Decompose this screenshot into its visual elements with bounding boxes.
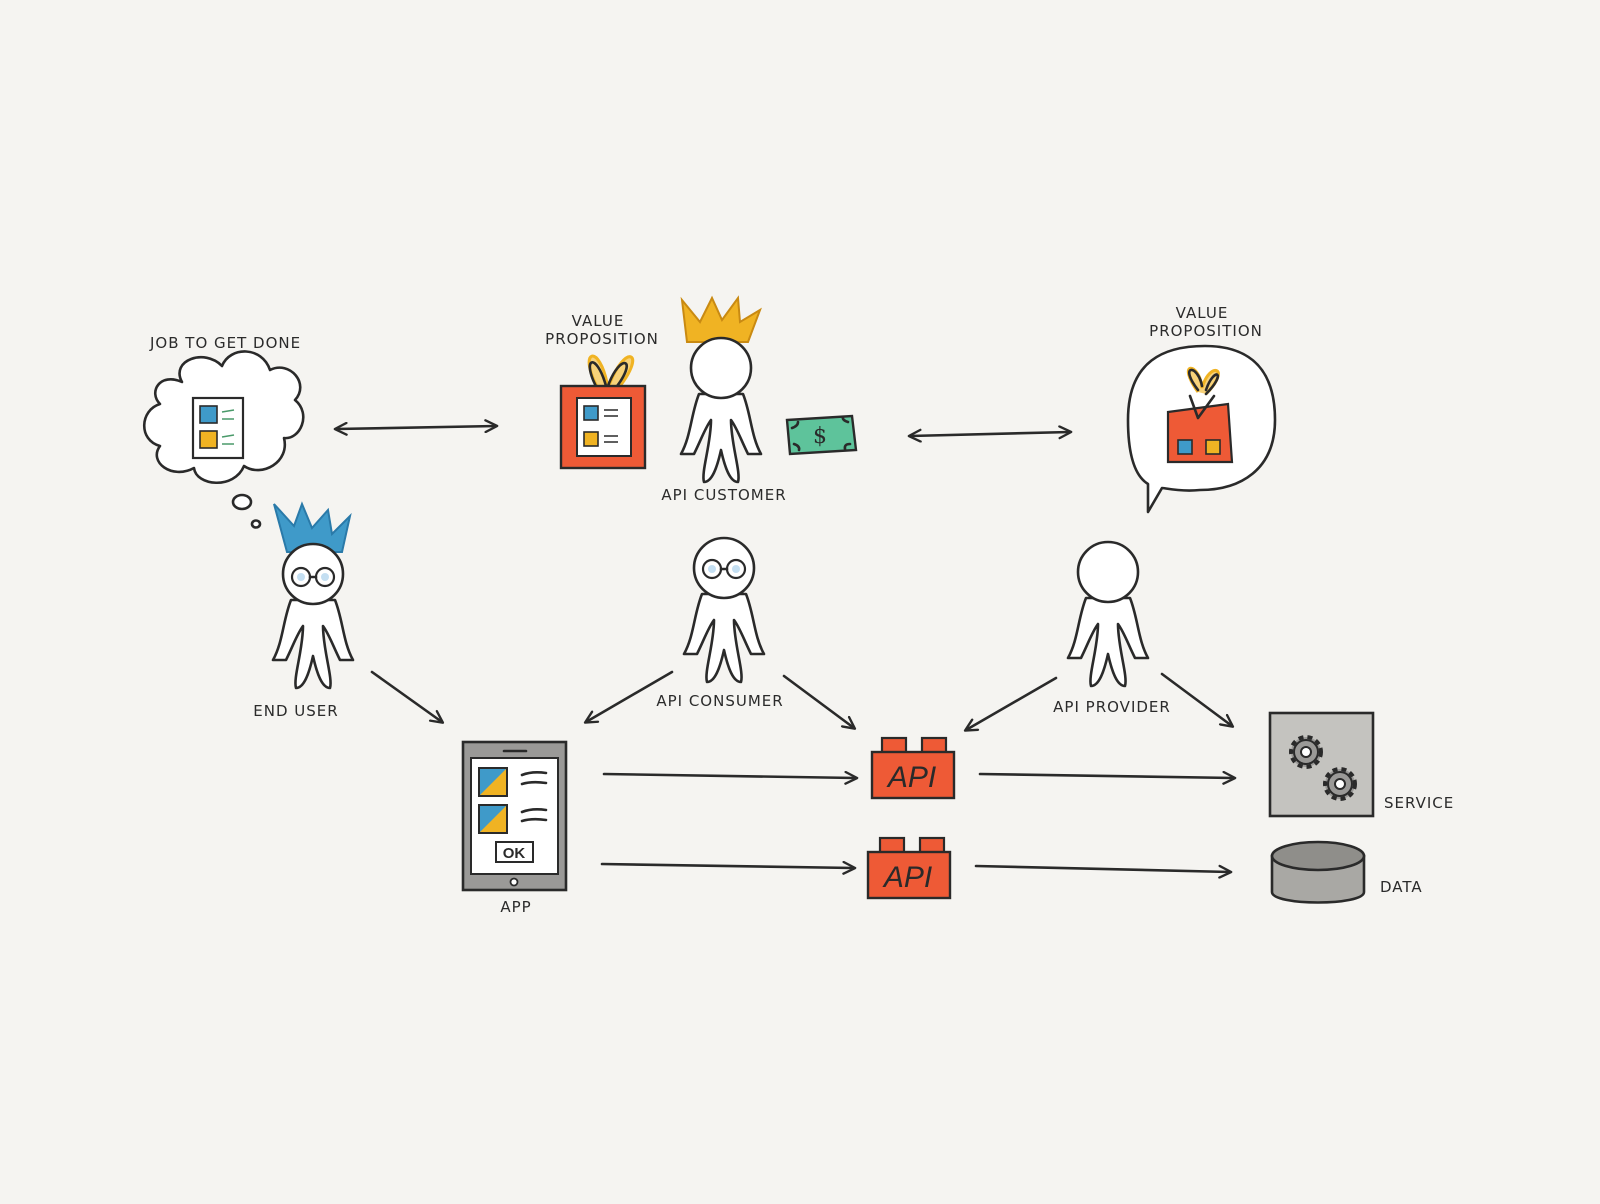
svg-text:API: API (882, 861, 932, 894)
label-service: SERVICE (1384, 794, 1455, 812)
label-value-proposition-left-1: VALUE (571, 312, 625, 330)
label-job-to-get-done: JOB TO GET DONE (150, 334, 302, 352)
api-consumer-figure (682, 536, 766, 684)
label-api-customer: API CUSTOMER (661, 486, 787, 504)
tablet-app-icon: OK (461, 740, 568, 892)
arrow-app-api-top (602, 770, 859, 785)
arrow-job-value (333, 419, 499, 436)
thought-cloud-icon (143, 350, 305, 529)
arrow-api-service (978, 770, 1237, 785)
svg-text:OK: OK (503, 845, 526, 862)
api-block-bottom: API (866, 836, 952, 900)
speech-bubble-icon (1126, 344, 1277, 514)
arrow-consumer-app (583, 670, 674, 724)
label-api-provider: API PROVIDER (1053, 698, 1171, 716)
label-api-consumer: API CONSUMER (656, 692, 784, 710)
database-icon (1270, 840, 1366, 904)
glasses-icon (701, 558, 747, 580)
money-icon: $ (785, 414, 858, 456)
crown-icon (273, 501, 352, 553)
label-value-proposition-right-2: PROPOSITION (1149, 322, 1263, 340)
arrow-provider-service (1160, 672, 1235, 728)
gear-icon (1323, 767, 1357, 801)
crown-icon (680, 295, 762, 343)
arrow-provider-api (963, 676, 1058, 732)
arrow-api-data (974, 864, 1233, 879)
glasses-icon (290, 566, 336, 588)
gift-icon (559, 354, 647, 470)
svg-text:$: $ (813, 424, 827, 449)
api-provider-figure (1066, 540, 1150, 688)
gear-icon (1289, 735, 1323, 769)
service-icon (1268, 711, 1375, 818)
svg-text:API: API (886, 761, 936, 794)
label-value-proposition-left-2: PROPOSITION (545, 330, 659, 348)
label-value-proposition-right-1: VALUE (1175, 304, 1229, 322)
ok-button: OK (495, 841, 534, 863)
api-customer-figure (679, 295, 763, 484)
arrow-customer-provider (907, 425, 1073, 443)
label-app: APP (500, 898, 532, 916)
api-block-top: API (870, 736, 956, 800)
label-end-user: END USER (253, 702, 339, 720)
arrow-enduser-app (370, 670, 445, 724)
end-user-figure (271, 501, 355, 690)
label-data: DATA (1380, 878, 1423, 896)
arrow-app-api-bottom (600, 860, 857, 875)
arrow-consumer-api (782, 674, 857, 730)
